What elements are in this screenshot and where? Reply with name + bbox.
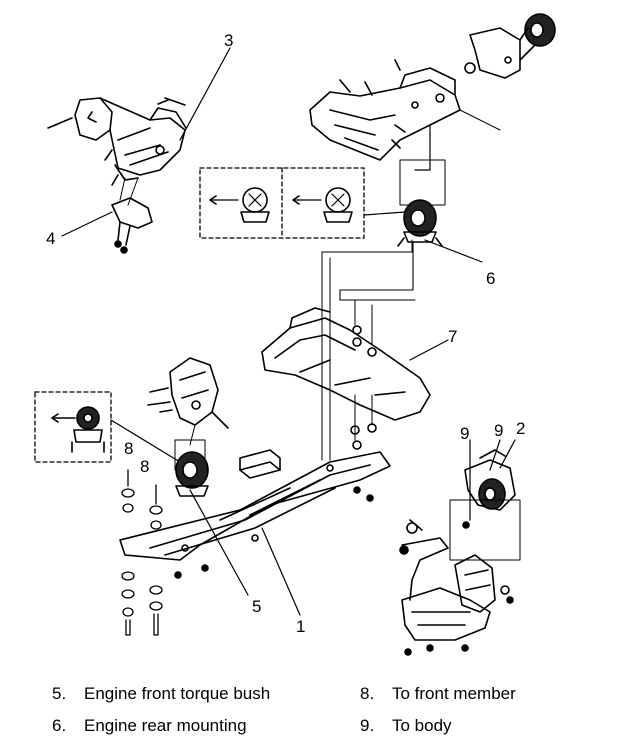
legend-item: 8. To front member xyxy=(360,684,516,704)
engine-mounting-diagram: 3 4 6 7 8 8 9 9 2 5 1 xyxy=(34,13,556,656)
engine-front-torque-bush xyxy=(175,451,249,596)
legend-item: 5. Engine front torque bush xyxy=(52,684,270,704)
callout-7: 7 xyxy=(448,327,458,346)
callout-5: 5 xyxy=(252,597,262,616)
callout-8-left: 8 xyxy=(124,439,134,458)
callout-8-right: 8 xyxy=(140,457,150,476)
callout-1: 1 xyxy=(296,617,306,636)
callout-2: 2 xyxy=(516,419,526,438)
legend-number: 6. xyxy=(52,716,67,735)
rear-cross-member xyxy=(261,299,449,450)
legend-text: Engine front torque bush xyxy=(84,684,271,703)
front-bracket xyxy=(147,357,229,471)
legend-item: 9. To body xyxy=(360,716,452,736)
washer-stacks xyxy=(121,469,163,636)
orientation-inset-lower xyxy=(34,391,181,463)
upper-left-bracket-assembly xyxy=(47,47,231,254)
lower-right-bracket-assembly xyxy=(399,439,521,656)
front-member xyxy=(119,449,391,616)
legend-text: Engine rear mounting xyxy=(84,716,247,735)
legend-number: 9. xyxy=(360,716,375,735)
callout-9-left: 9 xyxy=(460,424,470,443)
upper-right-bracket-assembly xyxy=(309,13,556,206)
engine-rear-mounting xyxy=(339,199,483,301)
legend-number: 8. xyxy=(360,684,375,703)
legend-text: To body xyxy=(392,716,452,735)
callout-3: 3 xyxy=(224,31,234,50)
guide-lines xyxy=(321,239,413,461)
callout-9-right: 9 xyxy=(494,421,504,440)
callout-4: 4 xyxy=(46,229,56,248)
legend-text: To front member xyxy=(392,684,516,703)
parts-legend: 5. Engine front torque bush 6. Engine rear… xyxy=(0,680,640,750)
orientation-inset-upper xyxy=(199,167,406,239)
legend-item: 6. Engine rear mounting xyxy=(52,716,247,736)
callout-6: 6 xyxy=(486,269,496,288)
legend-number: 5. xyxy=(52,684,67,703)
